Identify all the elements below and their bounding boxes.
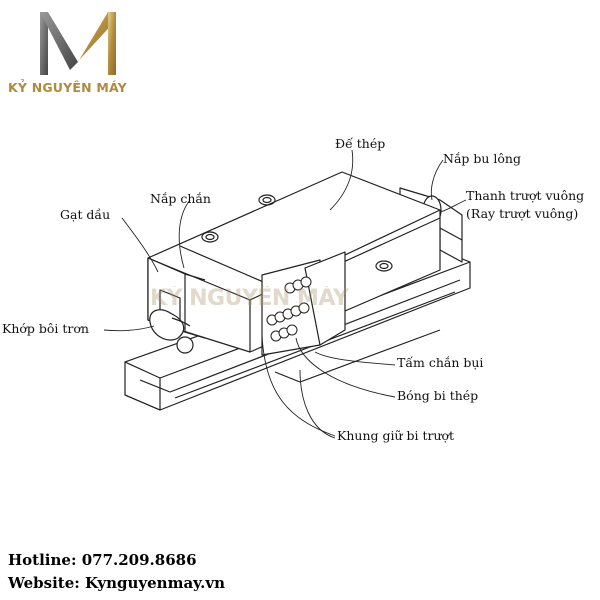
hotline-text: Hotline: 077.209.8686 [8,551,197,569]
watermark: KỶ NGUYÊN MÁY [150,286,349,311]
steel-balls [266,276,312,342]
logo-m-mark [40,12,116,75]
label-gat-dau: Gạt dầu [60,207,111,222]
label-thanh-truot: Thanh trượt vuông [466,188,585,203]
label-de-thep: Đế thép [335,136,386,151]
label-ray-truot: (Ray trượt vuông) [466,206,579,221]
grease-nipple [149,309,194,354]
leader-lines [103,149,467,439]
label-nap-chan: Nắp chắn [150,191,211,206]
brand-logo: KỶ NGUYÊN MÁY [0,0,155,110]
brand-name: KỶ NGUYÊN MÁY [8,80,127,95]
label-khop-boi-tron: Khớp bôi trơn [2,321,89,336]
website-link[interactable]: Website: Kynguyenmay.vn [8,574,226,592]
label-nap-bu-long: Nắp bu lông [443,151,521,166]
label-bong-bi-thep: Bóng bi thép [397,388,479,403]
label-tam-chan-bui: Tấm chắn bụi [397,355,484,370]
bolt-holes [201,194,393,272]
label-khung-giu-bi: Khung giữ bi trượt [337,428,455,443]
dust-plate [274,329,441,383]
